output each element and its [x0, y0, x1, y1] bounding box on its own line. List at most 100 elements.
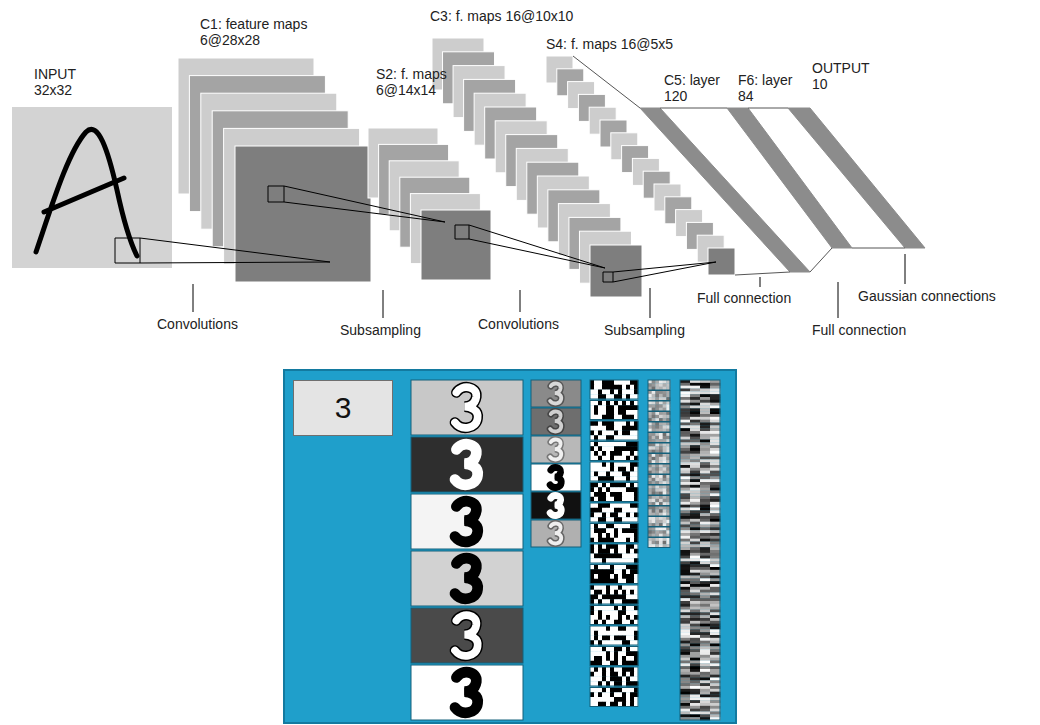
- activation-pixel: [663, 446, 667, 450]
- activation-pixel: [655, 401, 659, 405]
- activation-pixel: [710, 661, 720, 664]
- activation-pixel: [680, 474, 690, 477]
- activation-pixel: [680, 672, 690, 675]
- activation-pixel: [626, 667, 630, 672]
- activation-pixel: [602, 401, 606, 406]
- activation-shape: [455, 387, 478, 428]
- activation-pixel: [590, 631, 594, 636]
- activation-pixel: [690, 403, 700, 406]
- activation-pixel: [598, 487, 602, 492]
- activation-pixel: [614, 565, 618, 570]
- activation-pixel: [614, 483, 618, 488]
- activation-pixel: [710, 553, 720, 556]
- activation-pixel: [626, 651, 630, 656]
- activation-pixel: [648, 446, 652, 450]
- activation-map: [590, 688, 638, 707]
- activation-pixel: [690, 678, 700, 681]
- activation-pixel: [652, 412, 656, 416]
- activation-pixel: [594, 631, 598, 636]
- activation-shape: [550, 524, 561, 544]
- activation-pixel: [690, 595, 700, 598]
- activation-pixel: [663, 541, 667, 545]
- activation-pixel: [626, 451, 630, 456]
- activation-pixel: [590, 626, 594, 631]
- activation-pixel: [598, 595, 602, 600]
- activation-pixel: [700, 590, 710, 593]
- activation-pixel: [680, 604, 690, 607]
- activation-pixel: [710, 658, 720, 661]
- activation-pixel: [680, 658, 690, 661]
- activation-pixel: [598, 610, 602, 615]
- activation-pixel: [710, 397, 720, 400]
- activation-pixel: [680, 661, 690, 664]
- activation-pixel: [663, 457, 667, 461]
- activation-pixel: [659, 485, 663, 489]
- feature-map: [708, 248, 735, 275]
- activation-pixel: [630, 651, 634, 656]
- activation-pixel: [626, 595, 630, 600]
- activation-pixel: [602, 569, 606, 574]
- activation-pixel: [648, 538, 652, 542]
- input-layer: INPUT 32x32: [12, 107, 172, 268]
- activation-pixel: [700, 442, 710, 445]
- activation-map: [531, 464, 581, 491]
- activation-pixel: [614, 692, 618, 697]
- activation-pixel: [652, 425, 656, 429]
- activation-pixel: [618, 574, 622, 579]
- activation-pixel: [680, 646, 690, 649]
- activation-pixel: [598, 492, 602, 497]
- activation-pixel: [680, 584, 690, 587]
- activation-pixel: [710, 493, 720, 496]
- activation-pixel: [598, 524, 602, 529]
- activation-pixel: [590, 574, 594, 579]
- activation-pixel: [680, 513, 690, 516]
- activation-map: [648, 422, 670, 432]
- activation-map: [411, 437, 523, 492]
- activation-pixel: [710, 425, 720, 428]
- activation-pixel: [700, 635, 710, 638]
- activation-pixel: [659, 391, 663, 395]
- activation-pixel: [690, 510, 700, 513]
- activation-pixel: [622, 610, 626, 615]
- activation-pixel: [590, 380, 594, 385]
- activation-pixel: [680, 403, 690, 406]
- activation-pixel: [710, 516, 720, 519]
- activation-pixel: [610, 451, 614, 456]
- activation-pixel: [680, 683, 690, 686]
- activation-pixel: [710, 496, 720, 499]
- activation-pixel: [590, 421, 594, 426]
- activation-pixel: [700, 595, 710, 598]
- activation-pixel: [630, 672, 634, 677]
- activation-pixel: [594, 544, 598, 549]
- activation-pixel: [602, 451, 606, 456]
- activation-pixel: [610, 483, 614, 488]
- activation-pixel: [614, 410, 618, 415]
- activation-pixel: [680, 595, 690, 598]
- activation-pixel: [690, 646, 700, 649]
- activation-pixel: [690, 618, 700, 621]
- activation-pixel: [594, 385, 598, 390]
- activation-pixel: [622, 446, 626, 451]
- activation-pixel: [594, 467, 598, 472]
- activation-pixel: [590, 508, 594, 513]
- activation-pixel: [626, 688, 630, 693]
- activation-pixel: [700, 542, 710, 545]
- activation-pixel: [652, 401, 656, 405]
- activation-pixel: [710, 564, 720, 567]
- activation-pixel: [700, 567, 710, 570]
- activation-pixel: [680, 615, 690, 618]
- activation-pixel: [659, 467, 663, 471]
- activation-pixel: [700, 593, 710, 596]
- activation-pixel: [659, 412, 663, 416]
- activation-map: [590, 483, 638, 502]
- activation-pixel: [614, 636, 618, 641]
- activation-pixel: [652, 496, 656, 500]
- activation-pixel: [690, 406, 700, 409]
- activation-pixel: [614, 451, 618, 456]
- activation-pixel: [598, 615, 602, 620]
- activation-pixel: [594, 451, 598, 456]
- layer-heading: C5: layer 120: [664, 72, 728, 104]
- activation-pixel: [648, 436, 652, 440]
- activation-map: [680, 380, 720, 720]
